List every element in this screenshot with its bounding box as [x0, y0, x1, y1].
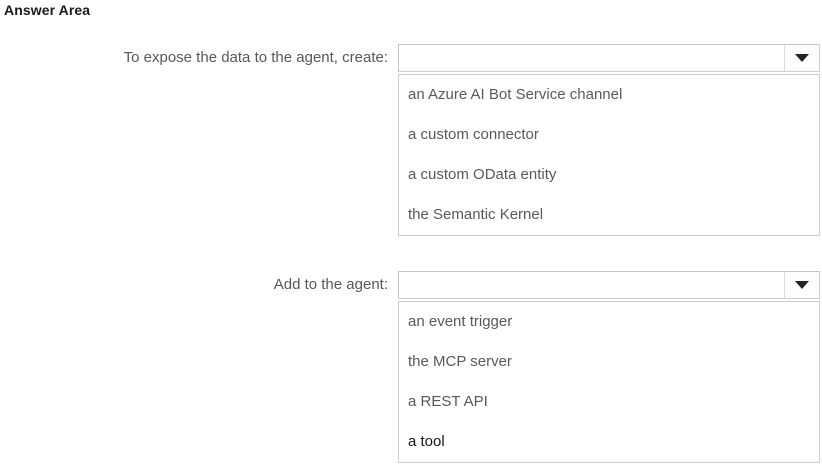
- answer-row-1-label: To expose the data to the agent, create:: [123, 49, 388, 66]
- dropdown-1-value[interactable]: [399, 45, 784, 71]
- chevron-down-glyph: [795, 54, 809, 62]
- dropdown-1-option-2[interactable]: a custom OData entity: [408, 166, 557, 183]
- dropdown-2-value[interactable]: [399, 272, 784, 298]
- dropdown-2-option-1[interactable]: the MCP server: [408, 353, 512, 370]
- dropdown-2-option-2[interactable]: a REST API: [408, 393, 488, 410]
- dropdown-2-option-3[interactable]: a tool: [408, 433, 445, 450]
- chevron-down-icon[interactable]: [784, 45, 819, 71]
- dropdown-1-option-3[interactable]: the Semantic Kernel: [408, 206, 544, 223]
- chevron-down-glyph: [795, 281, 809, 289]
- dropdown-1-option-1[interactable]: a custom connector: [408, 126, 539, 143]
- answer-row-2-label: Add to the agent:: [273, 276, 388, 293]
- chevron-down-icon[interactable]: [784, 272, 819, 298]
- dropdown-2[interactable]: [398, 271, 820, 299]
- dropdown-2-option-0[interactable]: an event trigger: [408, 313, 513, 330]
- page-title: Answer Area: [4, 2, 91, 18]
- dropdown-2-options[interactable]: an event trigger the MCP server a REST A…: [398, 301, 820, 463]
- dropdown-1[interactable]: [398, 44, 820, 72]
- dropdown-1-option-0[interactable]: an Azure AI Bot Service channel: [408, 86, 623, 103]
- dropdown-1-options[interactable]: an Azure AI Bot Service channel a custom…: [398, 74, 820, 236]
